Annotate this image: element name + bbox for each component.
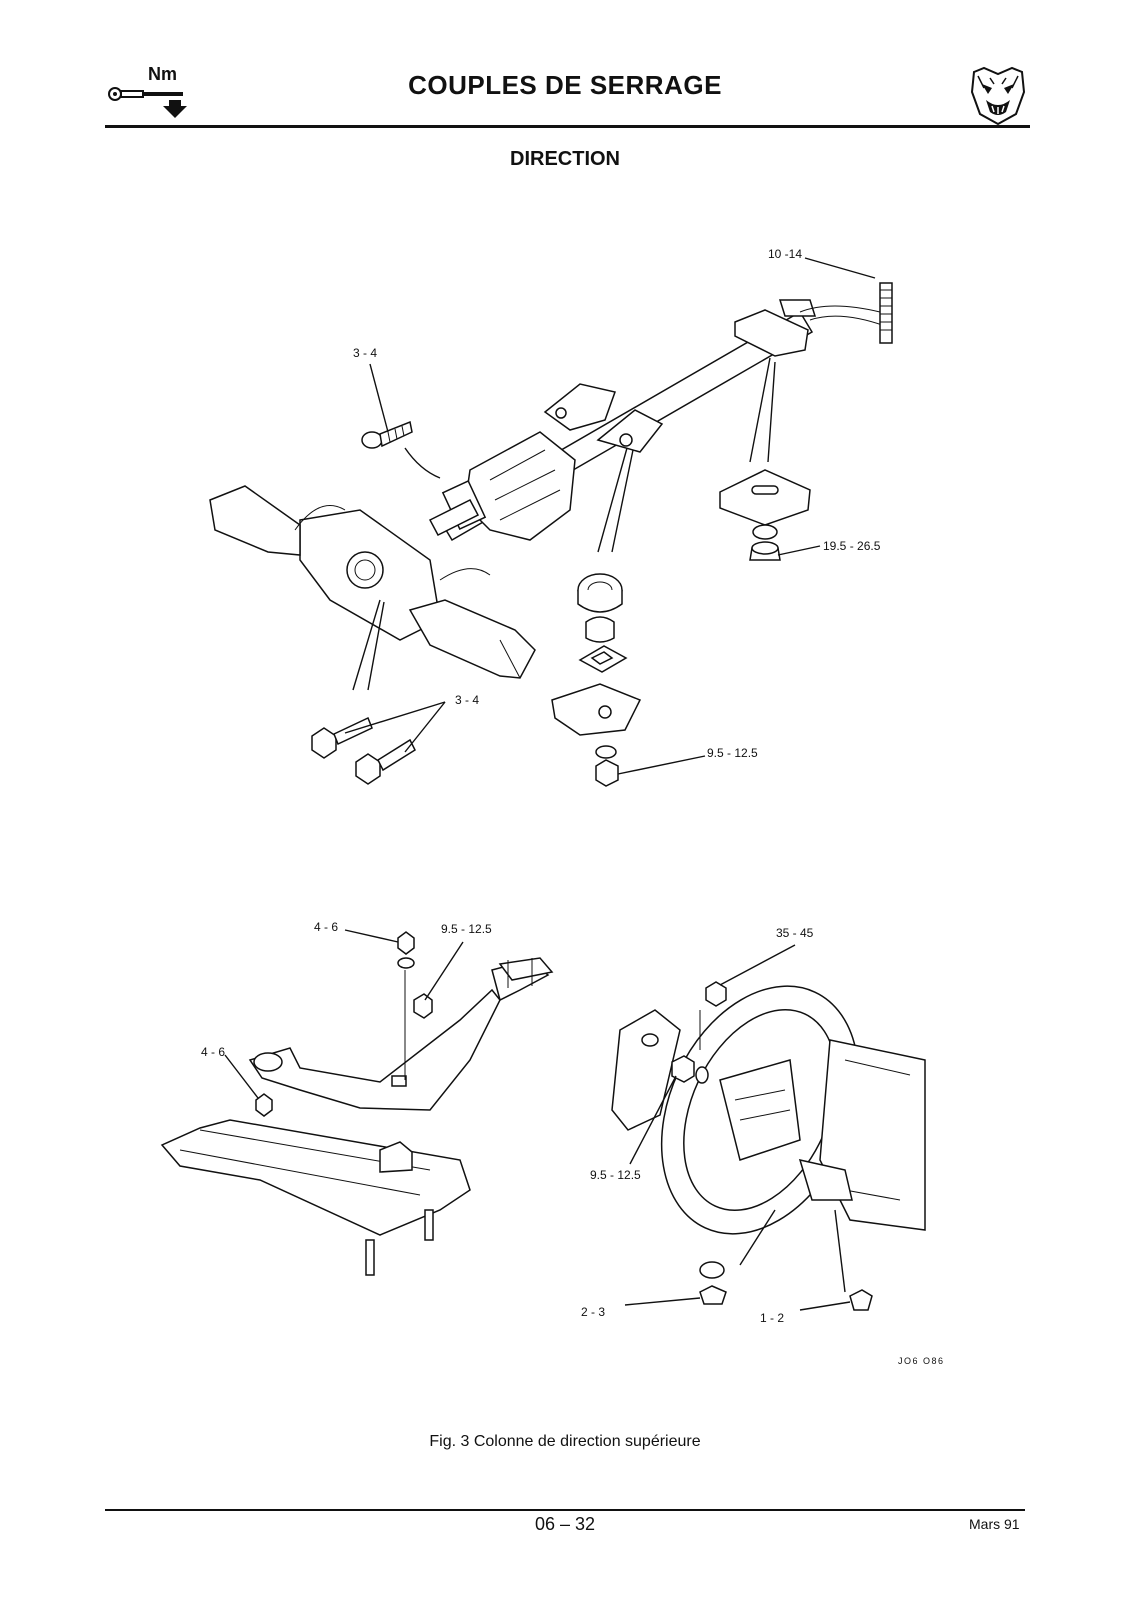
footer-rule	[105, 1509, 1025, 1511]
torque-callout: 3 - 4	[353, 346, 378, 360]
torque-callout: 4 - 6	[201, 1045, 226, 1059]
torque-callout: 10 -14	[768, 247, 803, 261]
header-rule	[105, 125, 1030, 128]
torque-callout: 9.5 - 12.5	[441, 922, 492, 936]
page-number: 06 – 32	[534, 1514, 596, 1534]
left-stalk-part	[209, 485, 301, 556]
torque-unit-label: Nm	[148, 64, 178, 84]
bush-stack-part	[577, 573, 628, 673]
lower-mount-part	[551, 683, 642, 736]
torque-callout: 35 - 45	[776, 926, 814, 940]
jaguar-head-icon	[970, 66, 1026, 126]
threaded-stud-part	[879, 282, 893, 344]
mid-bracket-right-part	[596, 409, 664, 453]
torque-callout: 1 - 2	[760, 1311, 785, 1325]
footer-date: Mars 91	[969, 1516, 1020, 1532]
steering-lever-part	[248, 959, 550, 1111]
dashboard-part	[819, 1039, 926, 1231]
torque-callout: 4 - 6	[314, 920, 339, 934]
leader-lines-bottom-right	[624, 944, 851, 1311]
mid-bracket-part	[543, 383, 616, 431]
torque-callout: 9.5 - 12.5	[590, 1168, 641, 1182]
upper-bracket-part	[734, 309, 809, 357]
right-stalk-part	[408, 599, 536, 679]
leader-lines-top	[344, 257, 876, 775]
figure-code: JO6 O86	[898, 1356, 945, 1366]
figure-caption: Fig. 3 Colonne de direction supérieure	[429, 1433, 701, 1450]
subframe-part	[160, 1119, 471, 1276]
torque-callout: 2 - 3	[581, 1305, 606, 1319]
torque-callout: 9.5 - 12.5	[707, 746, 758, 760]
lower-bracket-part	[719, 469, 811, 526]
screw-part	[361, 420, 413, 449]
page-title: COUPLES DE SERRAGE	[408, 70, 722, 100]
torque-wrench-icon	[108, 87, 187, 118]
leader-lines-bottom-left	[224, 929, 464, 1099]
screw-part	[699, 1261, 873, 1311]
section-title: DIRECTION	[510, 148, 620, 170]
torque-callout: 19.5 - 26.5	[823, 539, 881, 553]
torque-callout: 3 - 4	[455, 693, 480, 707]
